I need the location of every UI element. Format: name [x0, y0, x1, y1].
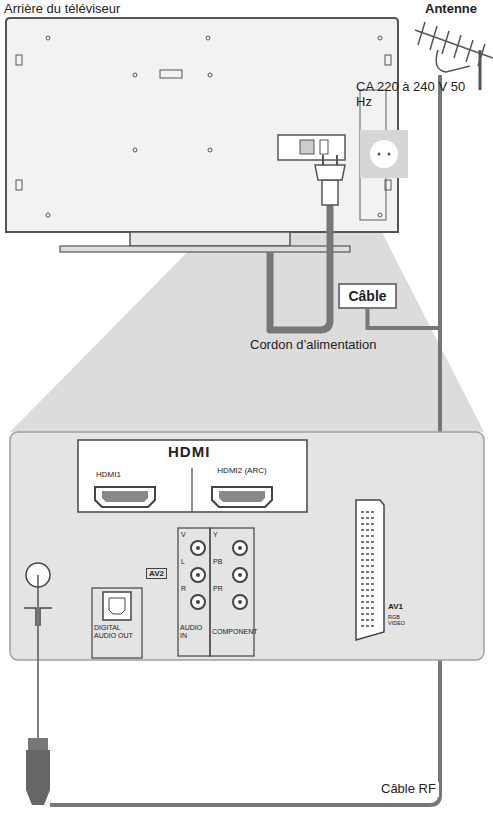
power-label: CA 220 à 240 V 50 Hz [356, 80, 466, 110]
plug [315, 155, 345, 205]
rf-plug [26, 738, 50, 805]
pin-label: PB [213, 558, 222, 566]
box-label: Câble [348, 288, 387, 304]
connector-panel [10, 432, 484, 660]
hdmi-logo: HDMI [168, 443, 210, 460]
pin-label: V [181, 531, 186, 539]
hdmi-block [78, 440, 307, 512]
tv-back [6, 18, 398, 252]
pin-label: R [181, 585, 186, 593]
port-label: HDMI2 (ARC) [212, 466, 272, 475]
port-label: COMPONENT [212, 628, 258, 636]
scart [356, 500, 384, 640]
pin-label: PR [213, 585, 223, 593]
wall-outlet [360, 130, 408, 178]
port-label: RGB VIDEO [388, 614, 416, 627]
rf-cable-label: Câble RF [378, 782, 439, 797]
power-cord [270, 205, 330, 330]
optical-out [92, 588, 142, 658]
cable-line [368, 309, 441, 328]
port-label: DIGITAL AUDIO OUT [94, 624, 140, 640]
port-label: AV1 [388, 602, 403, 611]
cable-box: Câble [338, 283, 397, 309]
port-label: AUDIO IN [180, 624, 210, 640]
rf-input [24, 563, 52, 740]
pin-label: Y [213, 531, 218, 539]
av2-jacks [178, 528, 254, 656]
title-label: Arrière du téléviseur [4, 2, 120, 17]
port-label: HDMI1 [96, 470, 121, 479]
port-label: AV2 [146, 568, 167, 579]
cord-label: Cordon d’alimentation [250, 338, 376, 353]
antenna-label: Antenne [425, 2, 477, 17]
pin-label: L [181, 558, 185, 566]
